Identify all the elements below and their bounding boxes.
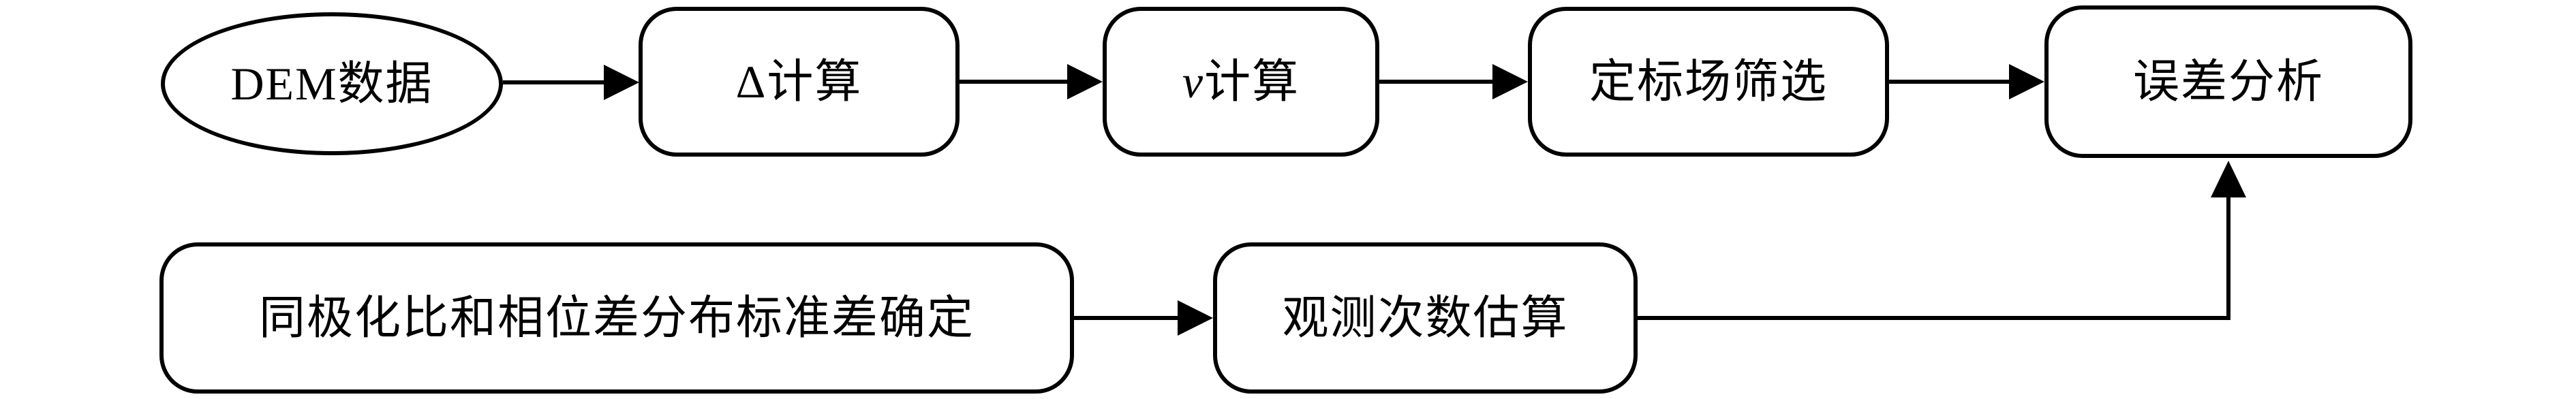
arrow-copol-to-obs-count [1074, 300, 1213, 336]
arrow-obs-count-to-error-analysis [1638, 161, 2246, 320]
node-dem-data: DEM数据 [161, 12, 503, 155]
node-calibration-field-screening: 定标场筛选 [1528, 7, 1889, 157]
node-delta-calc: Δ计算 [639, 7, 960, 157]
node-v-calc: v计算 [1103, 7, 1379, 157]
node-label: 定标场筛选 [1589, 56, 1828, 108]
node-label: 同极化比和相位差分布标准差确定 [258, 292, 975, 344]
node-label-text: 计算 [1204, 56, 1300, 108]
node-label: Δ计算 [735, 56, 863, 108]
arrow-delta-calc-to-v-calc [960, 64, 1103, 99]
node-label: 观测次数估算 [1282, 292, 1569, 344]
node-label: DEM数据 [230, 58, 433, 110]
node-copol-ratio-phase-stddev: 同极化比和相位差分布标准差确定 [159, 242, 1074, 394]
node-label-variable: v [1182, 56, 1205, 108]
node-label: 误差分析 [2132, 56, 2324, 108]
node-error-analysis: 误差分析 [2044, 5, 2412, 158]
arrow-dem-to-delta-calc [503, 65, 639, 100]
arrow-cal-field-to-error-analysis [1889, 64, 2044, 99]
arrow-v-calc-to-cal-field [1379, 64, 1528, 99]
node-observation-count-estimation: 观测次数估算 [1213, 242, 1638, 394]
node-label: v计算 [1182, 59, 1300, 105]
